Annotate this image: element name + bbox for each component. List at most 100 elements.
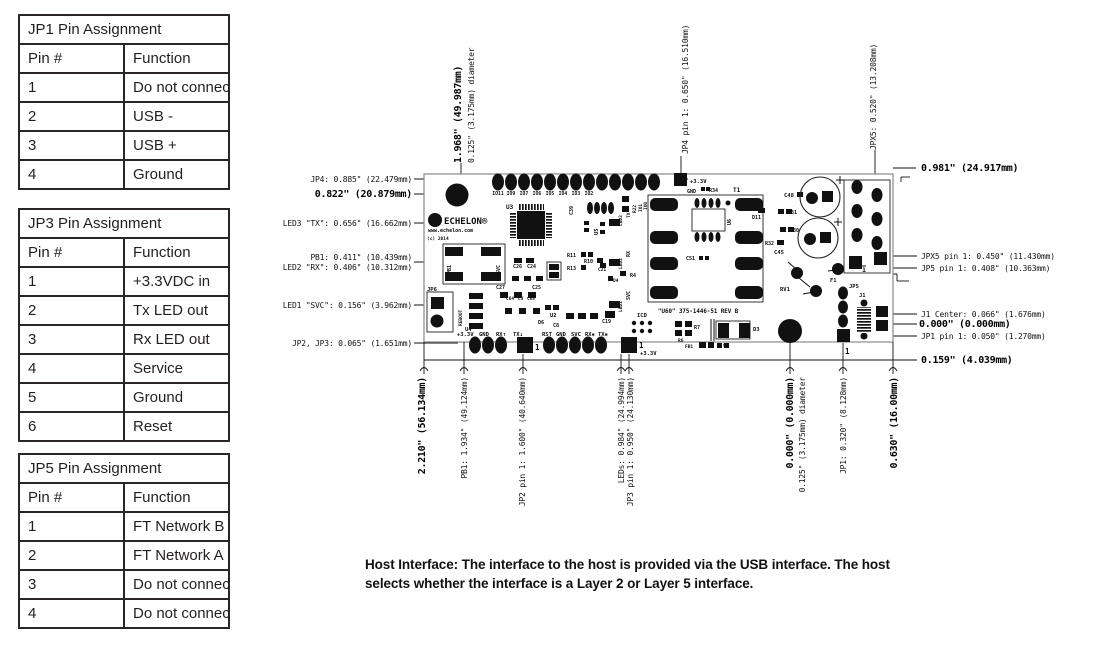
- component-outline: [546, 261, 562, 281]
- pcb-label: U2: [550, 313, 557, 319]
- pcb-label: +3.3V: [690, 179, 707, 185]
- pcb-pad: [566, 313, 574, 319]
- pcb-pad: [822, 191, 833, 202]
- pcb-pad: [469, 336, 481, 354]
- pcb-pad: [780, 227, 786, 232]
- pcb-hole: [778, 319, 802, 343]
- dimension-label: 0.981" (24.917mm): [921, 163, 1018, 174]
- pcb-label: JP5: [849, 284, 859, 290]
- pcb-pad: [715, 232, 721, 242]
- pcb-hole: [428, 213, 442, 227]
- pcb-trace: [827, 269, 836, 272]
- pcb-pad: [553, 305, 559, 310]
- pcb-pad: [590, 313, 598, 319]
- pcb-pad: [674, 173, 687, 186]
- pcb-label: C63: [527, 296, 535, 302]
- pcb-pad: [874, 252, 887, 265]
- pcb-pad: [583, 173, 595, 191]
- pcb-label: C26: [513, 264, 522, 270]
- pcb-label: RST: [542, 332, 553, 338]
- component-outline: [843, 179, 891, 274]
- pcb-pad: [505, 173, 517, 191]
- pcb-pad: [557, 173, 569, 191]
- pcb-pad: [543, 336, 555, 354]
- pcb-pad: [512, 276, 519, 281]
- pcb-pad: [838, 314, 848, 328]
- pcb-label: F1: [830, 278, 837, 284]
- pcb-pad: [492, 173, 504, 191]
- pcb-pad: [851, 228, 863, 242]
- pcb-pad: [701, 232, 707, 242]
- pcb-pad: [500, 292, 508, 298]
- pcb-pad: [517, 337, 533, 353]
- pcb-pad: [609, 259, 620, 266]
- pcb-pad: [838, 300, 848, 314]
- pcb-pad: [648, 173, 660, 191]
- pcb-pad: [635, 173, 647, 191]
- pcb-label: R7: [694, 325, 700, 331]
- dimension-label: 0.125" (3.175mm) diameter: [467, 47, 476, 163]
- pcb-pad: [650, 286, 678, 299]
- pcb-pad: [495, 336, 507, 354]
- dimension-label: PB1: 1.934" (49.124mm): [460, 377, 469, 479]
- pcb-label: LED2: [618, 258, 624, 269]
- capacitor-outline: [799, 176, 841, 218]
- pcb-label: C24: [527, 264, 536, 270]
- pcb-hole: [647, 328, 653, 334]
- pcb-pad: [600, 263, 606, 268]
- pcb-pad: [549, 272, 559, 278]
- pcb-pad: [622, 196, 629, 202]
- pcb-hole: [810, 285, 822, 297]
- pcb-pad: [699, 256, 703, 260]
- pcb-pad: [584, 228, 589, 232]
- pcb-pad: [705, 256, 709, 260]
- pcb-label: GND: [479, 332, 490, 338]
- pcb-pad: [544, 173, 556, 191]
- pcb-label: R31: [788, 210, 797, 216]
- pcb-pad: [735, 231, 763, 244]
- dimension-label: JPX5: 0.520" (13.208mm): [869, 44, 878, 150]
- dimension-label: LED1 "SVC": 0.156" (3.962mm): [283, 301, 412, 310]
- pcb-pad: [724, 343, 729, 348]
- pcb-label: C27: [496, 285, 505, 291]
- dimension-label: JP3 pin 1: 0.950" (24.130mm): [626, 377, 635, 506]
- pcb-pad: [701, 198, 707, 208]
- host-interface-note: Host Interface: The interface to the hos…: [365, 557, 890, 591]
- pcb-pad: [587, 202, 593, 214]
- pcb-pad: [482, 336, 494, 354]
- pcb-pad: [735, 286, 763, 299]
- pcb-trace: [787, 261, 798, 271]
- pcb-pad: [595, 336, 607, 354]
- dimension-label: 0.000" (0.000mm): [785, 377, 796, 469]
- dim-break-mark: [785, 367, 795, 372]
- pcb-pad: [622, 206, 629, 212]
- pcb-hole: [445, 183, 469, 207]
- pcb-pad: [735, 198, 763, 211]
- pcb-label: C21: [598, 267, 606, 273]
- pcb-hole: [860, 299, 868, 307]
- pcb-pad: [876, 306, 888, 317]
- pcb-hole: [631, 320, 637, 326]
- pcb-pad: [788, 227, 794, 232]
- pcb-label: RV1: [780, 287, 791, 293]
- pcb-label: C25: [532, 285, 541, 291]
- pcb-pad: [871, 188, 883, 202]
- pcb-label: GND: [687, 189, 696, 195]
- pin-strip: [857, 307, 871, 333]
- pcb-pad: [608, 202, 614, 214]
- pcb-label: C39: [569, 206, 575, 215]
- pin-strip: [546, 212, 552, 238]
- pcb-pad: [569, 336, 581, 354]
- pcb-pad: [650, 257, 678, 270]
- pcb-pad: [469, 293, 483, 299]
- dimension-label: JP2 pin 1: 1.600" (40.640mm): [518, 377, 527, 506]
- dim-break-mark: [888, 367, 898, 372]
